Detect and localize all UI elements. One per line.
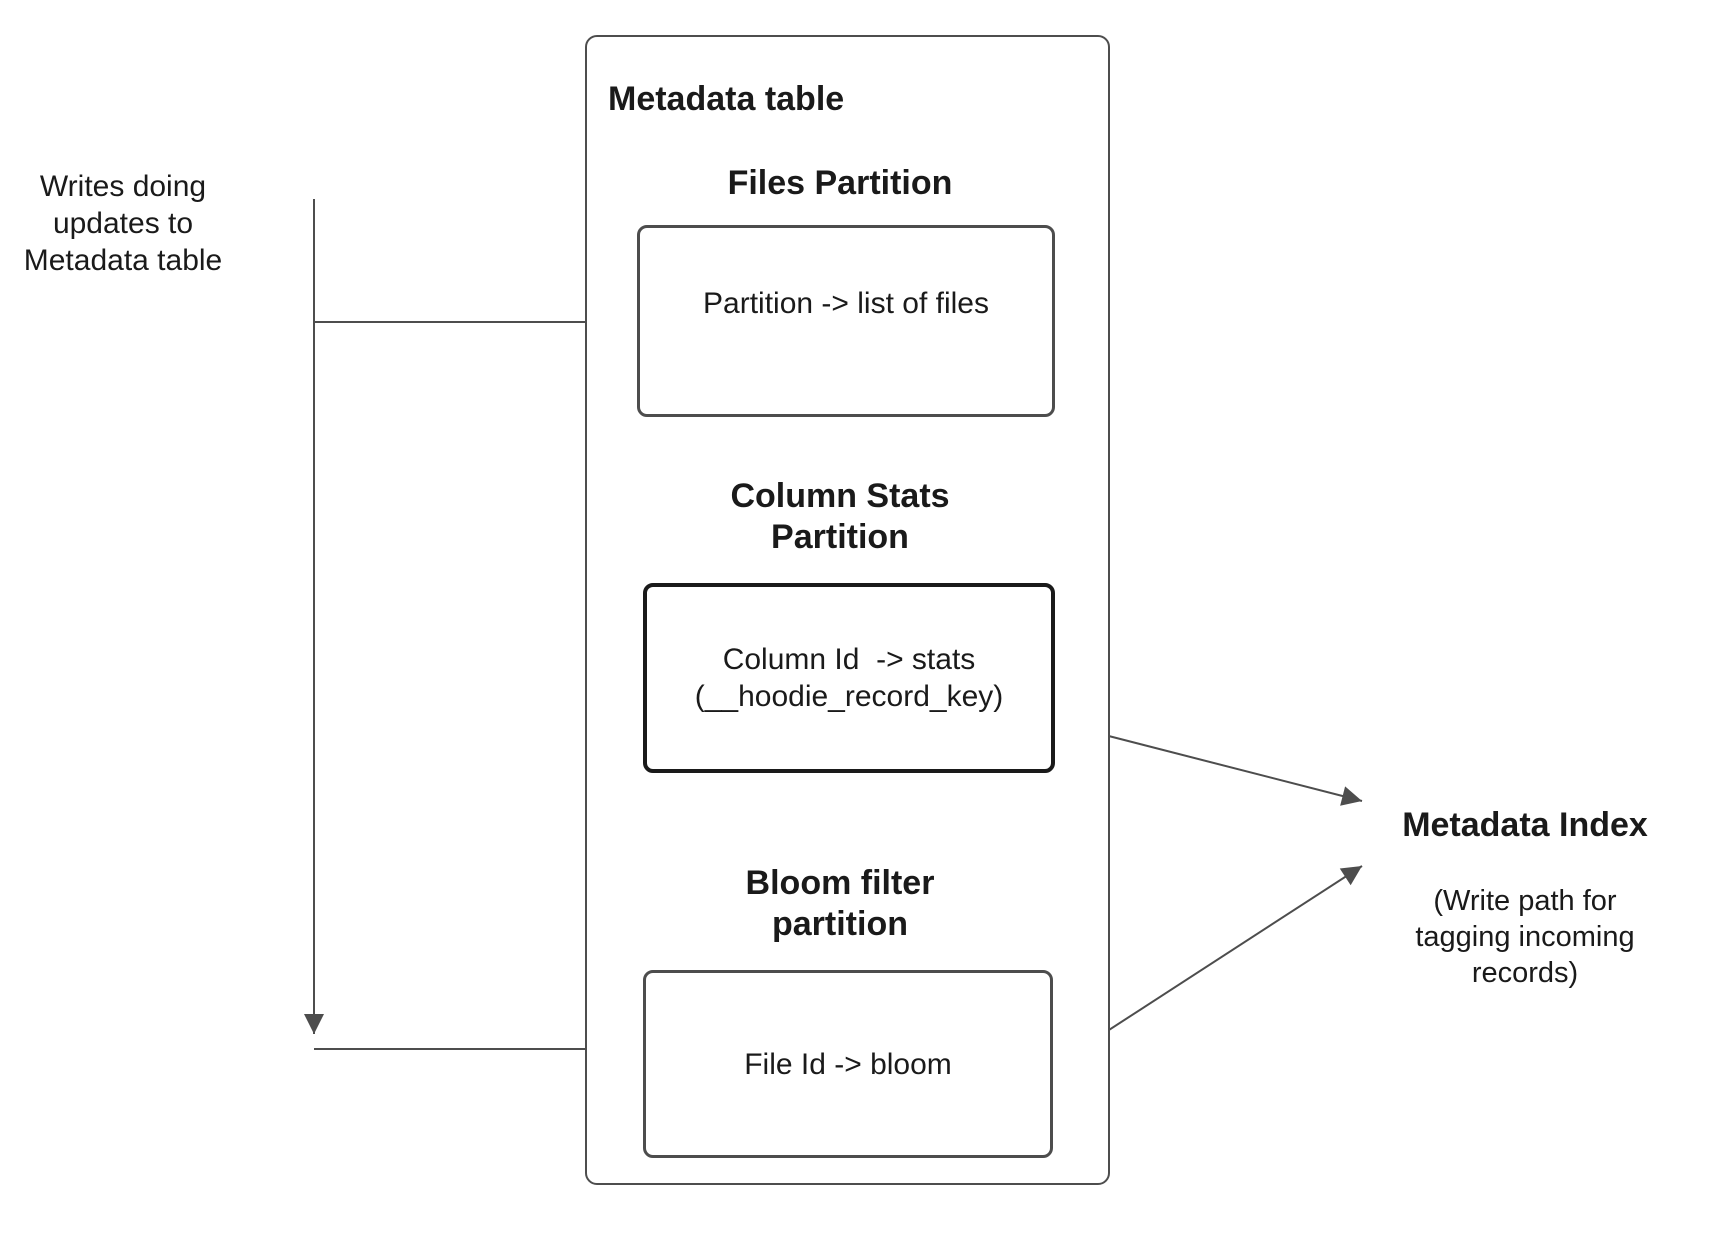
metadata-index-title: Metadata Index xyxy=(1402,806,1648,844)
bloom-filter-partition-box-text: File Id -> bloom xyxy=(744,1047,952,1081)
column-stats-partition-box-text: Column Id -> stats (__hoodie_record_key) xyxy=(694,643,1004,713)
column-stats-partition-box: Column Id -> stats (__hoodie_record_key) xyxy=(643,583,1055,773)
files-partition-box-text: Partition -> list of files xyxy=(703,286,989,320)
files-partition-heading: Files Partition xyxy=(727,164,953,202)
metadata-index-block: Metadata Index (Write path for tagging i… xyxy=(1330,806,1718,991)
writes-annotation-label: Writes doing updates to Metadata table xyxy=(23,170,223,277)
metadata-table-title: Metadata table xyxy=(608,80,845,118)
files-partition-box: Partition -> list of files xyxy=(637,225,1055,417)
bloom-filter-partition-box: File Id -> bloom xyxy=(643,970,1053,1158)
column-stats-partition-heading: Column Stats Partition xyxy=(730,477,950,556)
metadata-index-subtitle: (Write path for tagging incoming records… xyxy=(1415,885,1635,989)
bloom-filter-partition-heading: Bloom filter partition xyxy=(745,864,935,943)
